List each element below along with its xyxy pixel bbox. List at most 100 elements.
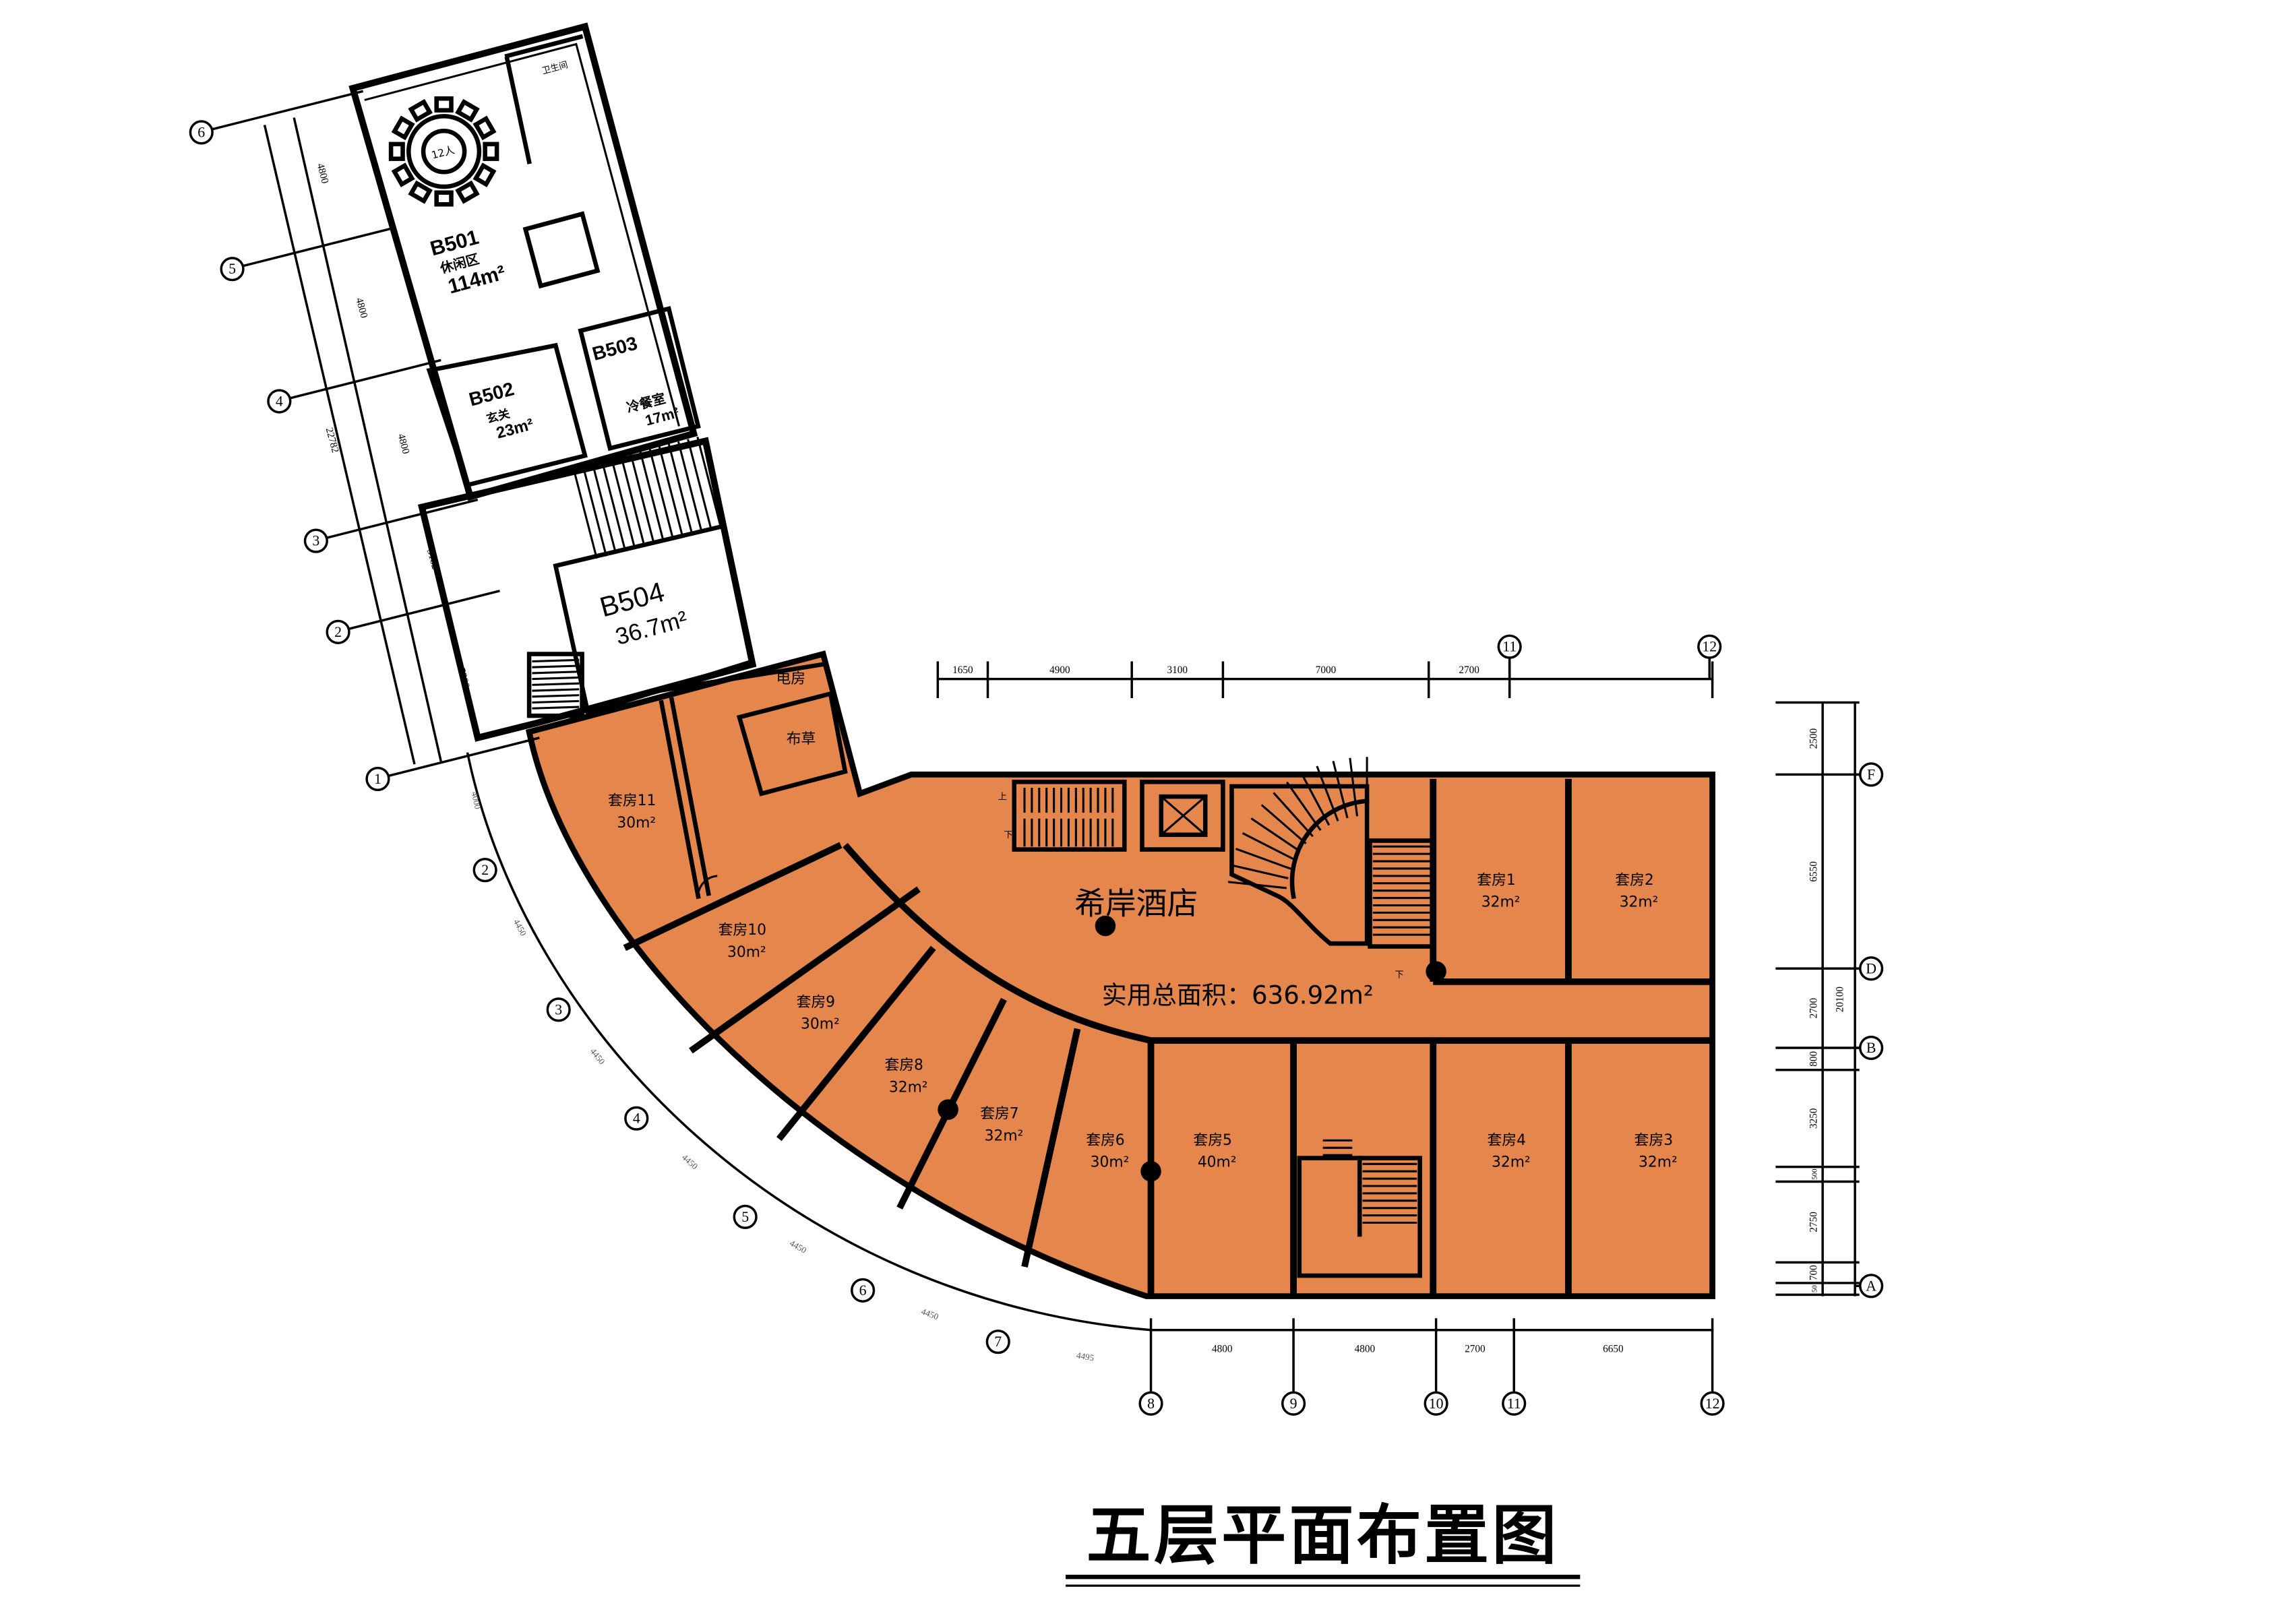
axis-bubble-circle [546, 997, 571, 1022]
stair-tread [1242, 832, 1295, 861]
svg-text:B503: B503 [590, 332, 640, 365]
suite-area: 30m² [617, 815, 656, 832]
stair-tread [1316, 766, 1339, 821]
dimension-value: 2700 [1808, 998, 1819, 1019]
axis-label: 9 [1290, 1396, 1297, 1412]
stair-tread [582, 464, 608, 557]
axis-bubble-right: F [1859, 762, 1884, 787]
axis-bubble-circle [851, 1278, 876, 1303]
room-B501: B501 休闲区 114m² [428, 226, 508, 299]
suite-area: 30m² [801, 1016, 840, 1033]
axis-bubble-circle [365, 766, 390, 792]
svg-text:上: 上 [998, 791, 1007, 802]
suite-name: 套房7 [980, 1106, 1018, 1123]
dimension-tick [242, 226, 394, 268]
room-B504: B504 36.7m² [597, 575, 690, 650]
room-electrical: 电房 [776, 670, 805, 687]
axis-bubble-circle [733, 1204, 758, 1229]
axis-bubble-circle [1859, 1035, 1884, 1061]
suite-area: 32m² [1639, 1154, 1678, 1171]
axis-bubble-arc: 4 [624, 1106, 649, 1131]
axis-label: 5 [741, 1209, 749, 1225]
axis-label: 12 [1705, 1396, 1720, 1412]
axis-label: 6 [859, 1282, 867, 1299]
stair-tread [532, 664, 580, 668]
suite-area: 32m² [1481, 894, 1521, 911]
axis-bubble-right: D [1859, 956, 1884, 981]
axis-bubble-right: B [1859, 1035, 1884, 1061]
dimension-value: 4800 [315, 162, 331, 185]
suite-room-9: 套房9 30m² [797, 994, 840, 1033]
suite-area: 30m² [727, 944, 766, 961]
axis-label: 6 [197, 124, 205, 140]
dimension-value: 5200 [456, 667, 472, 690]
axis-bubble-circle [267, 389, 292, 414]
axis-bubble-bottom: 8 [1138, 1391, 1163, 1416]
stair-tread [532, 699, 580, 704]
axis-bubble-circle [303, 528, 328, 553]
axis-label: 3 [312, 533, 319, 549]
dimension-value: 4450 [512, 917, 529, 938]
stair-tread [648, 448, 675, 540]
suite-name: 套房2 [1615, 872, 1653, 889]
axis-label: 5 [228, 261, 236, 277]
axis-bubble-bottom: 9 [1281, 1391, 1306, 1416]
axis-label: D [1866, 960, 1876, 976]
chair [391, 115, 415, 141]
suite-name: 套房8 [884, 1057, 923, 1074]
suite-name: 套房9 [797, 994, 835, 1011]
dimension-value: 500 [1810, 1168, 1818, 1180]
chair [472, 162, 497, 187]
axis-bubble-arc: 6 [851, 1278, 876, 1303]
axis-label: 8 [1147, 1396, 1155, 1412]
suite-area: 32m² [889, 1079, 928, 1096]
dimension-value: 6650 [1603, 1343, 1624, 1354]
axis-bubble-bottom: 11 [1502, 1391, 1527, 1416]
chair [455, 180, 480, 204]
suite-area: 32m² [1620, 894, 1659, 911]
dimension-value: 3100 [1167, 664, 1188, 676]
axis-bubble-circle [472, 858, 497, 883]
axis-bubble-circle [1697, 634, 1722, 659]
axis-bubble-left: 1 [365, 766, 390, 792]
total-area: 实用总面积：636.92m² [1102, 981, 1374, 1010]
dimension-value: 4800 [353, 296, 369, 319]
stair-tread [1349, 757, 1359, 817]
dimension-value: 800 [1808, 1051, 1819, 1067]
dimension-tick [348, 590, 500, 631]
stair-tread [1300, 772, 1331, 826]
drawing-title: 五层平面布置图 [1087, 1498, 1560, 1573]
stair-tread [610, 458, 636, 550]
axis-label: 2 [334, 624, 342, 640]
chair [434, 190, 454, 207]
svg-text:下: 下 [1395, 970, 1404, 980]
axis-bubble-circle [1859, 956, 1884, 981]
stair-tread [667, 443, 694, 536]
axis-bubble-left: 5 [220, 257, 245, 282]
stair-tread [1332, 761, 1349, 819]
stair-tread [532, 694, 580, 698]
dimension-value: 7000 [1316, 664, 1337, 676]
axis-bubble-left: 6 [189, 120, 214, 145]
suite-name: 套房10 [719, 922, 766, 939]
dimension-value: 4450 [920, 1306, 940, 1321]
axis-label: 2 [481, 862, 489, 878]
suite-room-2: 套房2 32m² [1615, 872, 1658, 911]
axis-bubble-right: A [1859, 1274, 1884, 1299]
dimension-value: 4450 [588, 1047, 607, 1067]
columns [938, 915, 1446, 1182]
staircase-top: 上 下 [998, 780, 1127, 852]
stair-tread [572, 467, 598, 559]
dimension-value: 4800 [1212, 1343, 1233, 1354]
svg-text:20100: 20100 [1835, 987, 1846, 1013]
stair-tread [658, 445, 684, 538]
chair [388, 142, 405, 161]
